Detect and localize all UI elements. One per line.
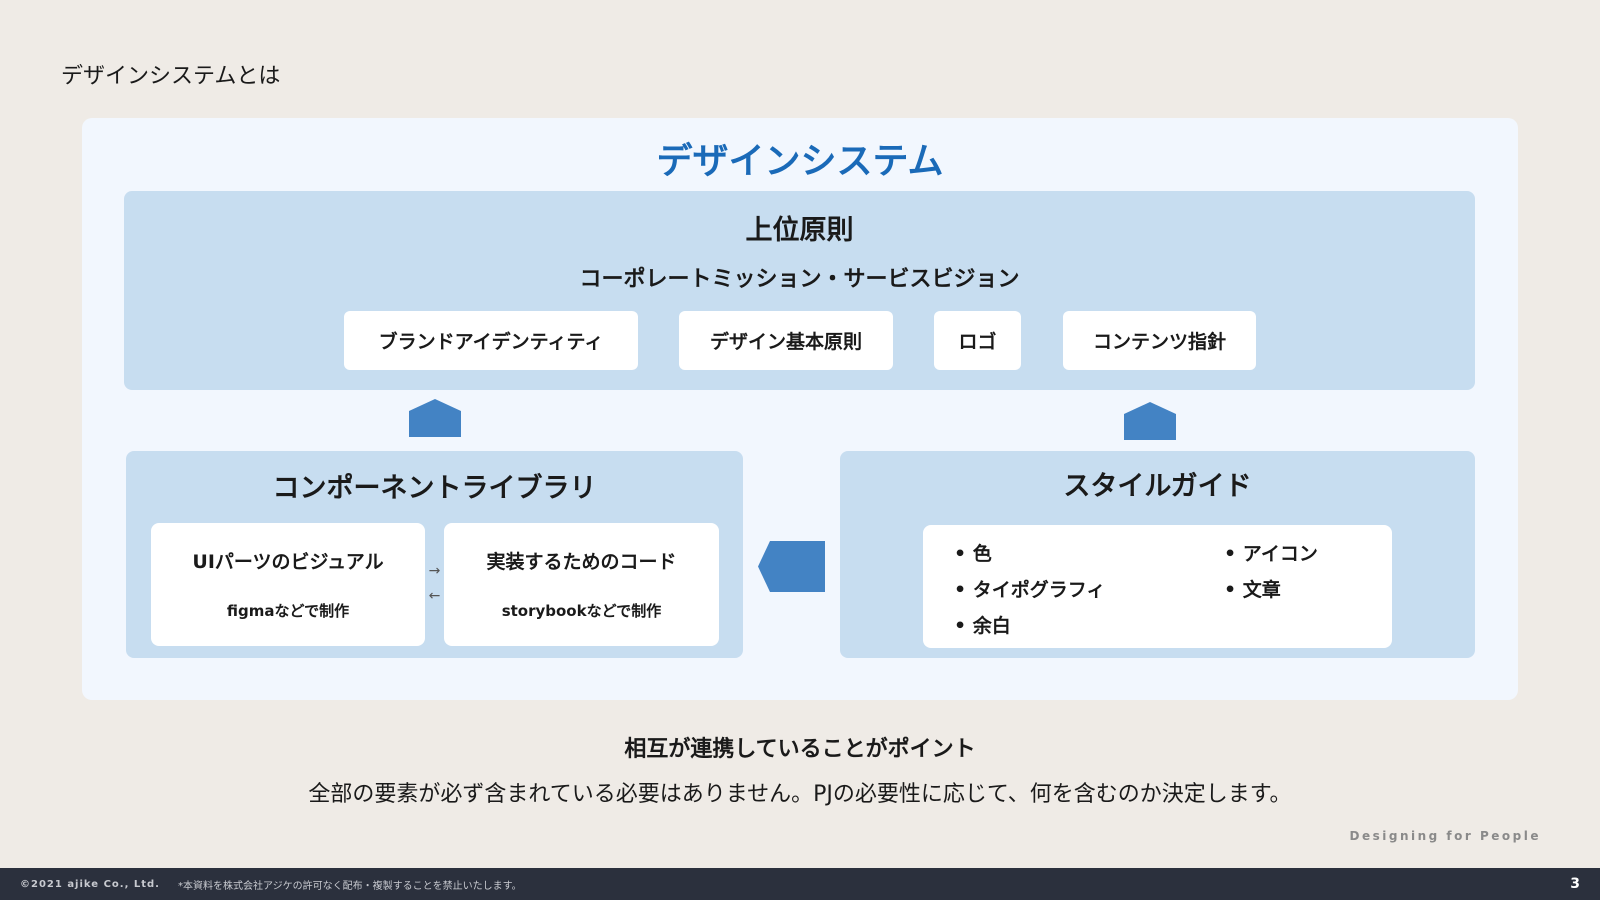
card-title: 実装するためのコード (486, 551, 677, 573)
arrow-right-icon: → (428, 563, 441, 579)
implementation-code-card: 実装するためのコード storybookなどで制作 (444, 523, 719, 646)
summary-point: 相互が連携していることがポイント (624, 737, 976, 762)
style-item-color: • 色 (954, 543, 992, 565)
style-item-typography: • タイポグラフィ (954, 579, 1106, 601)
copyright: ©2021 ajike Co., Ltd. (20, 878, 160, 890)
tagline: Designing for People (1349, 829, 1541, 843)
chip-content-guidelines: コンテンツ指針 (1063, 311, 1256, 370)
left-arrow-icon (758, 541, 825, 592)
item-label: アイコン (1242, 543, 1318, 565)
style-item-writing: • 文章 (1224, 579, 1281, 601)
summary-detail: 全部の要素が必ず含まれている必要はありません。PJの必要性に応じて、何を含むのか… (308, 782, 1292, 807)
card-note: figmaなどで制作 (226, 602, 350, 620)
chip-logo: ロゴ (934, 311, 1021, 370)
diagram-heading: デザインシステム (656, 141, 944, 182)
principles-subtitle: コーポレートミッション・サービスビジョン (579, 267, 1020, 292)
chip-brand-identity: ブランドアイデンティティ (344, 311, 638, 370)
item-label: 色 (972, 543, 992, 565)
notice: *本資料を株式会社アジケの許可なく配布・複製することを禁止いたします。 (177, 880, 522, 892)
style-guide-card (923, 525, 1392, 648)
arrow-left-icon: ← (428, 588, 441, 604)
item-label: タイポグラフィ (972, 579, 1106, 601)
up-arrow-icon (1124, 402, 1176, 440)
item-label: 文章 (1242, 579, 1281, 601)
card-note: storybookなどで制作 (501, 602, 662, 620)
style-guide-title: スタイルガイド (1063, 471, 1252, 502)
up-arrow-icon (409, 399, 461, 437)
principles-title: 上位原則 (745, 215, 854, 246)
page-number: 3 (1570, 876, 1580, 892)
component-library-title: コンポーネントライブラリ (272, 473, 597, 504)
footer: ©2021 ajike Co., Ltd. *本資料を株式会社アジケの許可なく配… (0, 868, 1600, 900)
ui-visual-card: UIパーツのビジュアル figmaなどで制作 (151, 523, 425, 646)
chip-design-principles: デザイン基本原則 (679, 311, 893, 370)
card-title: UIパーツのビジュアル (192, 551, 384, 573)
style-item-spacing: • 余白 (954, 615, 1011, 637)
item-label: 余白 (972, 615, 1011, 637)
page-title: デザインシステムとは (61, 64, 281, 89)
style-item-icons: • アイコン (1224, 543, 1318, 565)
